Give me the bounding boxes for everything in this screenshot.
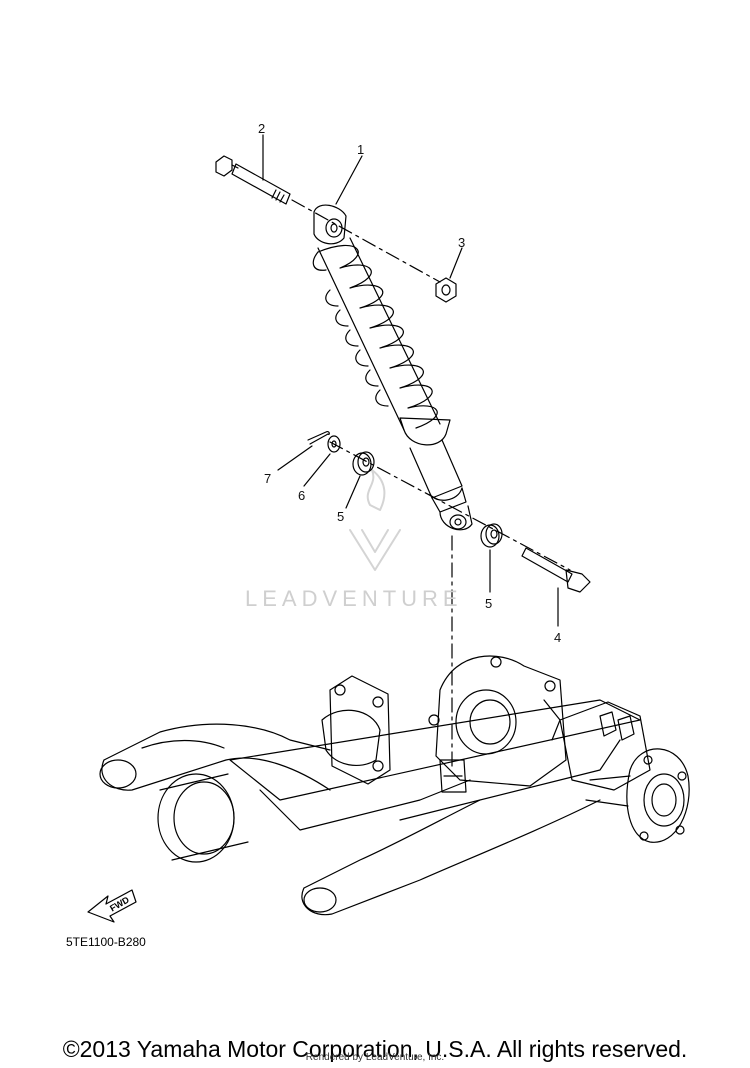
callout-5-right: 5	[485, 596, 493, 611]
swingarm	[99, 655, 690, 916]
leader-6	[303, 453, 331, 487]
callout-7: 7	[264, 471, 272, 486]
leader-7	[277, 445, 313, 471]
copyright-notice: ©2013 Yamaha Motor Corporation, U.S.A. A…	[62, 1036, 688, 1062]
callout-4: 4	[554, 630, 562, 645]
leader-3	[449, 247, 463, 279]
callout-6: 6	[298, 488, 306, 503]
part-3-nut	[435, 277, 457, 303]
part-5-collar-right	[480, 523, 503, 548]
callout-1: 1	[357, 142, 365, 157]
part-7-cotter-pin	[307, 431, 330, 445]
axis-bottom	[329, 441, 571, 571]
part-4-bolt	[521, 547, 591, 593]
part-2-bolt	[215, 155, 291, 205]
watermark-text: LEADVENTURE	[245, 586, 463, 611]
render-credit: Rendered by LeadVenture, Inc.	[305, 1052, 445, 1063]
part-5-collar-left	[352, 451, 375, 476]
axis-top	[291, 199, 441, 283]
diagram-code: 5TE1100-B280	[66, 935, 146, 949]
leader-5a	[345, 475, 361, 509]
watermark-logo	[349, 469, 401, 571]
fwd-arrow-icon	[87, 889, 137, 923]
leader-1	[335, 155, 363, 205]
callout-2: 2	[258, 121, 266, 136]
callout-3: 3	[458, 235, 466, 250]
callout-5-left: 5	[337, 509, 345, 524]
part-1-shock-absorber	[312, 204, 473, 531]
part-6-washer	[327, 435, 341, 453]
